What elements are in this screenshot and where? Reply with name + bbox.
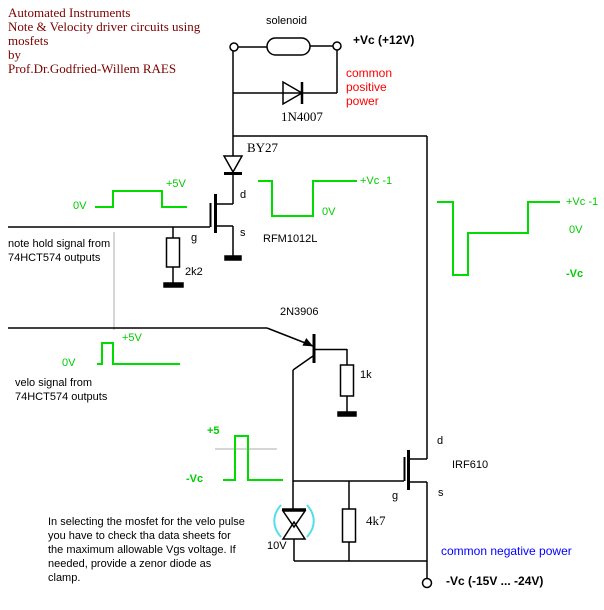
solenoid-symbol: [229, 37, 342, 56]
note-input-waveform: [95, 190, 187, 208]
output-mid-label: 0V: [569, 224, 583, 236]
cyan-paren-left: [273, 504, 282, 538]
output-low-label: -Vc: [566, 268, 584, 280]
note-source-line: 74HCT574 outputs: [8, 252, 101, 264]
resistor-4k7-label: 4k7: [366, 513, 386, 528]
note-source-line: note hold signal from: [8, 238, 111, 250]
common-positive-label: positive: [346, 80, 387, 94]
velo-input-low-label: 0V: [62, 357, 76, 369]
mosfet-rfm1012l-symbol: [8, 194, 242, 261]
ground-icon: [224, 255, 242, 261]
velo-input-high-label: +5V: [122, 332, 142, 344]
rfm-source-label: s: [240, 227, 246, 239]
velo-source-line: 74HCT574 outputs: [15, 391, 108, 403]
gate-drive-waveform: [223, 435, 283, 481]
drive-low-label: -Vc: [186, 473, 204, 485]
rfm-gate-label: g: [191, 232, 198, 244]
transistor-2n3906-label: 2N3906: [280, 306, 319, 318]
common-positive-label: common: [346, 66, 393, 80]
transistor-2n3906-symbol: [266, 327, 348, 509]
irf-drain-label: d: [437, 435, 444, 447]
title-line: Note & Velocity driver circuits using: [8, 19, 201, 34]
ground-icon: [163, 282, 184, 288]
terminal-icon: [421, 577, 433, 589]
output-high-label: +Vc -1: [566, 196, 599, 208]
mosfet-irf610-symbol: [403, 450, 428, 578]
ground-icon: [337, 411, 357, 417]
cyan-paren-right: [306, 504, 315, 538]
diode-1n4007-symbol: [232, 50, 338, 156]
resistor-2k2-symbol: [163, 227, 184, 288]
zener-10v-label: 10V: [267, 540, 287, 552]
output-waveform: [437, 201, 560, 276]
title-line: mosfets: [8, 33, 49, 48]
note-input-low-label: 0V: [73, 200, 87, 212]
velo-source-line: velo signal from: [15, 377, 93, 389]
waveforms: [95, 180, 560, 481]
note-output-waveform: [258, 180, 357, 217]
title-line: Automated Instruments: [8, 5, 131, 20]
irf-gate-label: g: [392, 490, 399, 502]
resistor-1k-label: 1k: [360, 369, 372, 381]
diode-by27-label: BY27: [247, 140, 279, 155]
note-paragraph-line: needed, provide a zenor diode as: [48, 558, 212, 570]
mosfet-rfm1012l-label: RFM1012L: [263, 233, 318, 245]
positive-rail: [233, 135, 428, 459]
note-output-high-label: +Vc -1: [360, 175, 393, 187]
drive-high-label: +5: [207, 425, 220, 437]
note-paragraph-line: clamp.: [48, 572, 81, 584]
title-line: Prof.Dr.Godfried-Willem RAES: [8, 61, 177, 76]
note-paragraph-line: the maximum allowable Vgs voltage. If: [48, 544, 236, 556]
note-paragraph-line: you have to check tha data sheets for: [48, 530, 231, 542]
negative-supply-label: -Vc (-15V ... -24V): [446, 574, 544, 588]
note-paragraph-line: In selecting the mosfet for the velo pul…: [48, 516, 245, 528]
wiring: [8, 37, 433, 589]
mosfet-irf610-label: IRF610: [452, 459, 489, 471]
diode-1n4007-label: 1N4007: [281, 109, 323, 124]
note-output-low-label: 0V: [322, 206, 336, 218]
rfm-drain-label: d: [240, 189, 247, 201]
velo-input-waveform: [97, 342, 180, 365]
negative-rail: [294, 560, 433, 589]
solenoid-label: solenoid: [266, 15, 307, 27]
diode-by27-symbol: [222, 155, 244, 204]
resistor-4k7-symbol: [341, 481, 357, 561]
positive-supply-label: +Vc (+12V): [353, 33, 415, 47]
reference-lines: [113, 232, 277, 450]
common-negative-label: common negative power: [441, 544, 572, 558]
note-input-high-label: +5V: [166, 178, 186, 190]
resistor-2k2-label: 2k2: [185, 266, 203, 278]
resistor-1k-symbol: [337, 364, 357, 417]
irf-source-label: s: [438, 487, 444, 499]
zener-10v-symbol: [273, 504, 315, 561]
title-line: by: [8, 47, 21, 62]
common-positive-label: power: [346, 94, 379, 108]
